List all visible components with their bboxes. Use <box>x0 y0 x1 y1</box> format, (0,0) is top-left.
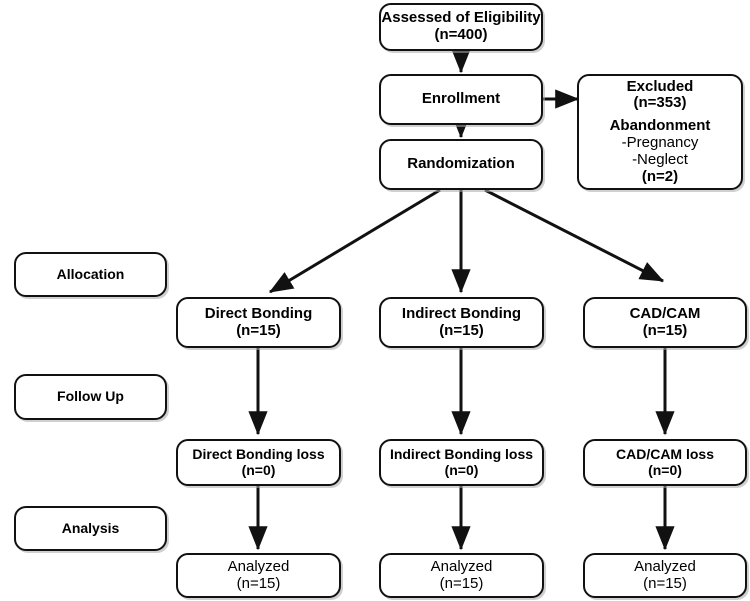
node-allocation-indirect-bonding[interactable]: Indirect Bonding (n=15) <box>379 297 544 348</box>
node-loss-indirect-line1: Indirect Bonding loss <box>389 445 534 462</box>
node-loss-indirect-line2: (n=0) <box>444 461 479 478</box>
node-loss-indirect-bonding[interactable]: Indirect Bonding loss (n=0) <box>379 439 544 486</box>
node-alloc-cadcam-line1: CAD/CAM <box>629 304 701 322</box>
stage-follow-up-label: Follow Up <box>57 388 124 405</box>
node-allocation-direct-bonding[interactable]: Direct Bonding (n=15) <box>176 297 341 348</box>
node-alloc-indirect-line2: (n=15) <box>439 321 484 339</box>
node-randomization[interactable]: Randomization <box>379 139 543 190</box>
node-enrollment-label: Enrollment <box>421 90 501 108</box>
stage-label-allocation[interactable]: Allocation <box>14 252 167 297</box>
node-analyzed-indirect-line2: (n=15) <box>439 574 484 592</box>
node-loss-direct-line1: Direct Bonding loss <box>192 445 325 462</box>
node-loss-cadcam[interactable]: CAD/CAM loss (n=0) <box>583 439 747 486</box>
node-loss-cadcam-line1: CAD/CAM loss <box>615 445 714 462</box>
node-excluded-line2: (n=353) <box>633 94 687 112</box>
stage-allocation-label: Allocation <box>56 265 125 282</box>
node-assessed-of-eligibility[interactable]: Assessed of Eligibility (n=400) <box>379 3 543 51</box>
stage-analysis-label: Analysis <box>61 519 120 536</box>
node-loss-direct-bonding[interactable]: Direct Bonding loss (n=0) <box>176 439 341 486</box>
node-analyzed-indirect-bonding[interactable]: Analyzed (n=15) <box>379 553 544 598</box>
node-assessed-line2: (n=400) <box>434 26 488 43</box>
node-excluded-line4: -Pregnancy <box>621 134 699 151</box>
node-excluded-line3: Abandonment <box>609 117 711 135</box>
stage-label-analysis[interactable]: Analysis <box>14 506 167 551</box>
node-alloc-direct-line2: (n=15) <box>236 321 281 339</box>
node-assessed-line1: Assessed of Eligibility <box>381 9 541 27</box>
edge-randomization-to-cadcam <box>484 188 665 283</box>
node-loss-direct-line2: (n=0) <box>241 461 276 478</box>
node-analyzed-direct-line2: (n=15) <box>236 574 281 592</box>
node-loss-cadcam-line2: (n=0) <box>648 461 682 478</box>
edge-randomization-to-direct <box>268 188 441 294</box>
stage-label-follow-up[interactable]: Follow Up <box>14 374 167 420</box>
node-excluded-line1: Excluded <box>626 77 694 95</box>
node-analyzed-cadcam-line1: Analyzed <box>634 557 696 575</box>
node-analyzed-indirect-line1: Analyzed <box>430 557 493 575</box>
node-excluded-line6: (n=2) <box>641 167 679 185</box>
node-enrollment[interactable]: Enrollment <box>379 74 543 125</box>
node-alloc-cadcam-line2: (n=15) <box>642 321 688 339</box>
node-analyzed-cadcam[interactable]: Analyzed (n=15) <box>583 553 747 598</box>
node-allocation-cadcam[interactable]: CAD/CAM (n=15) <box>583 297 747 348</box>
node-analyzed-cadcam-line2: (n=15) <box>643 574 687 592</box>
node-alloc-direct-line1: Direct Bonding <box>204 304 313 322</box>
node-alloc-indirect-line1: Indirect Bonding <box>401 304 522 322</box>
node-analyzed-direct-bonding[interactable]: Analyzed (n=15) <box>176 553 341 598</box>
node-excluded-line5: -Neglect <box>632 150 688 168</box>
node-randomization-label: Randomization <box>407 155 515 173</box>
node-excluded[interactable]: Excluded (n=353) Abandonment -Pregnancy … <box>577 74 743 190</box>
node-analyzed-direct-line1: Analyzed <box>227 557 290 575</box>
